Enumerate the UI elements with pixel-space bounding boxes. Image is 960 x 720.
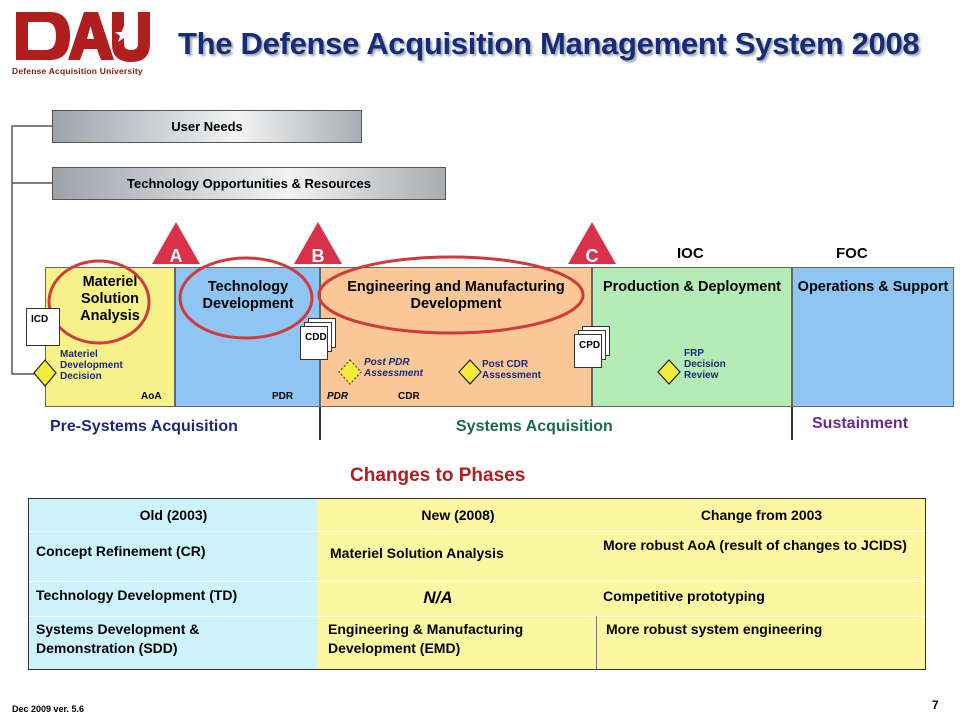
pre-systems-label: Pre-Systems Acquisition bbox=[50, 418, 238, 435]
row-divider bbox=[29, 581, 925, 582]
changes-title: Changes to Phases bbox=[350, 465, 526, 486]
foc-label: FOC bbox=[836, 245, 868, 262]
phase-pd bbox=[592, 267, 792, 407]
logo-caption: Defense Acquisition University bbox=[12, 66, 143, 76]
table-cell: Technology Development (TD) bbox=[36, 587, 238, 603]
table-cell: Competitive prototyping bbox=[603, 588, 765, 604]
ioc-label: IOC bbox=[677, 245, 704, 262]
table-header-new: New (2008) bbox=[421, 507, 495, 523]
col-old-bg bbox=[29, 499, 318, 669]
icd-document-icon: ICD bbox=[26, 308, 60, 346]
sustainment-label: Sustainment bbox=[812, 415, 909, 432]
phase-os bbox=[792, 267, 954, 407]
mdd-diamond-icon bbox=[33, 359, 57, 387]
milestone-a-label: A bbox=[170, 246, 183, 266]
post-pdr-label: Post PDR Assessment bbox=[364, 357, 423, 379]
pdr-label: PDR bbox=[272, 391, 294, 402]
milestone-c: C bbox=[568, 222, 616, 266]
milestone-a: A bbox=[152, 222, 200, 266]
cdd-label: CDD bbox=[305, 332, 327, 343]
cdr-label: CDR bbox=[398, 391, 420, 402]
post-cdr-label: Post CDR Assessment bbox=[482, 359, 541, 381]
table-header-old: Old (2003) bbox=[139, 507, 208, 523]
changes-table: Old (2003) New (2008) Change from 2003 C… bbox=[28, 498, 926, 670]
user-needs-bar: User Needs bbox=[52, 110, 362, 143]
tech-opportunities-bar: Technology Opportunities & Resources bbox=[52, 167, 446, 200]
phase-emd bbox=[320, 267, 592, 407]
cdd-document-icon: CDD bbox=[300, 326, 328, 360]
frp-label: FRP Decision Review bbox=[684, 348, 726, 381]
table-cell: Engineering & Manufacturing Development … bbox=[328, 621, 524, 656]
milestone-b-label: B bbox=[312, 246, 325, 266]
post-pdr-diamond-icon bbox=[338, 359, 362, 385]
table-cell: More robust AoA (result of changes to JC… bbox=[603, 537, 907, 553]
phase-msa-label: Materiel Solution Analysis bbox=[80, 274, 140, 324]
frp-diamond-icon bbox=[657, 359, 681, 385]
cpd-label: CPD bbox=[579, 340, 601, 351]
table-header-change: Change from 2003 bbox=[700, 507, 823, 523]
milestone-c-label: C bbox=[586, 246, 599, 266]
page-title: The Defense Acquisition Management Syste… bbox=[178, 26, 920, 61]
pdr-italic-label: PDR bbox=[327, 391, 349, 402]
systems-acquisition-label: Systems Acquisition bbox=[456, 418, 613, 435]
phase-msa bbox=[45, 267, 175, 407]
table-cell: Materiel Solution Analysis bbox=[330, 545, 504, 561]
phase-td-label: Technology Development bbox=[202, 279, 294, 312]
phase-pd-label: Production & Deployment bbox=[602, 279, 782, 295]
aoa-label: AoA bbox=[141, 391, 162, 402]
table-cell: More robust system engineering bbox=[606, 621, 823, 637]
post-cdr-diamond-icon bbox=[458, 359, 482, 385]
phase-emd-label: Engineering and Manufacturing Developmen… bbox=[347, 279, 565, 312]
table-cell: N/A bbox=[423, 588, 453, 607]
phase-os-label: Operations & Support bbox=[797, 279, 949, 295]
dau-logo bbox=[16, 12, 150, 62]
col-divider bbox=[596, 616, 597, 669]
row-divider bbox=[29, 616, 925, 617]
mdd-label: Materiel Development Decision bbox=[60, 349, 123, 382]
row-divider bbox=[29, 531, 925, 532]
page-number: 7 bbox=[932, 698, 939, 712]
icd-label: ICD bbox=[31, 314, 49, 325]
table-cell: Systems Development & Demonstration (SDD… bbox=[36, 621, 200, 656]
footer-date: Dec 2009 ver. 5.6 bbox=[12, 704, 85, 714]
table-cell: Concept Refinement (CR) bbox=[36, 543, 206, 559]
milestone-b: B bbox=[294, 222, 342, 266]
cpd-document-icon: CPD bbox=[574, 334, 602, 368]
col-new-bg bbox=[318, 499, 925, 669]
